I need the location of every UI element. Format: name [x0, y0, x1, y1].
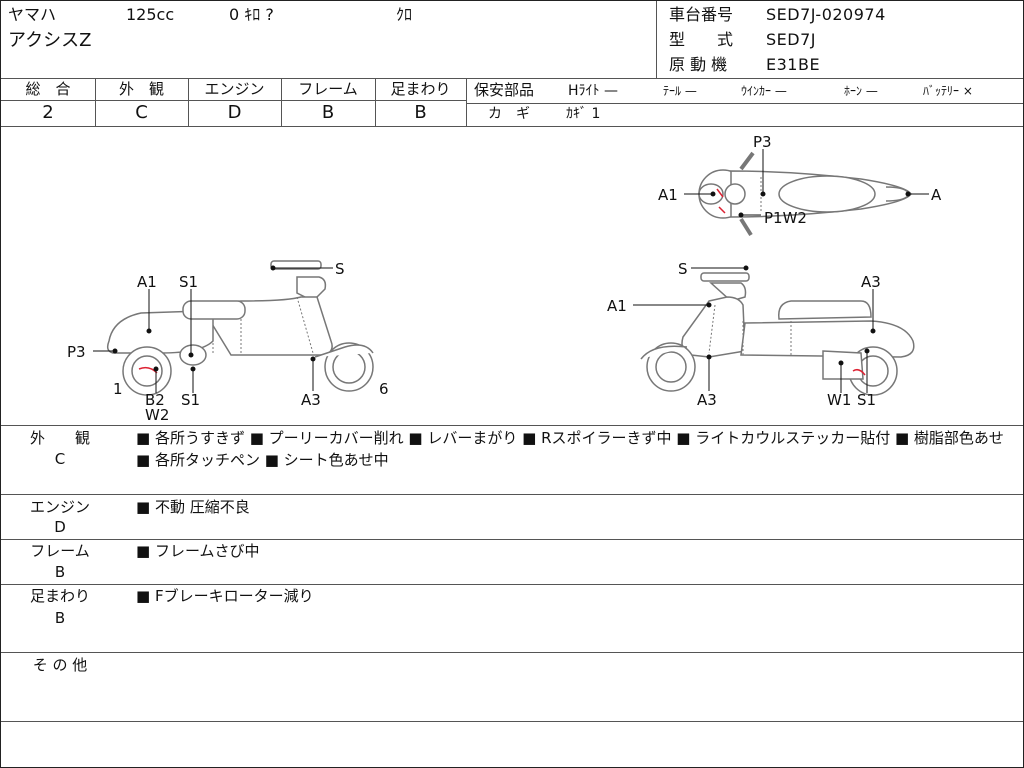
- label-left-1: 1: [113, 380, 123, 398]
- label-right-a1: A1: [607, 297, 627, 315]
- type-label: 型 式: [669, 30, 734, 49]
- section-line: [1, 584, 1023, 585]
- grade-col-line: [281, 78, 282, 126]
- engine-value: E31BE: [766, 55, 821, 74]
- left-side-scooter: [106, 260, 374, 396]
- safety-mid-line: [466, 103, 1023, 104]
- section-line: [1, 539, 1023, 540]
- grade-label-engine: エンジン: [204, 80, 265, 98]
- header-bottom-line: [1, 78, 1023, 79]
- label-left-b2: B2: [145, 391, 165, 409]
- grade-value-overall: 2: [42, 102, 54, 123]
- label-top-p1w2: P1W2: [764, 209, 807, 227]
- grade-mid-line: [1, 100, 466, 101]
- section-line: [1, 494, 1023, 495]
- grade-value-suspension: B: [414, 102, 427, 123]
- type-value: SED7J: [766, 30, 816, 49]
- label-right-s: S: [678, 260, 688, 278]
- label-left-s1-top: S1: [179, 273, 198, 291]
- section-other-label: そ の 他: [32, 656, 88, 674]
- section-exterior-grade: C: [54, 450, 66, 468]
- label-right-a3-bottom: A3: [697, 391, 717, 409]
- grade-value-frame: B: [321, 102, 335, 123]
- grade-label-exterior: 外 観: [118, 80, 164, 98]
- frame-no-value: SED7J-020974: [766, 5, 886, 24]
- label-top-a1: A1: [658, 186, 678, 204]
- section-engine-label: エンジン: [29, 498, 90, 516]
- label-left-s: S: [335, 260, 345, 278]
- grade-label-suspension: 足まわり: [390, 80, 451, 98]
- safety-horn: ﾎｰﾝ —: [844, 84, 878, 98]
- section-frame-text: ■ フレームさび中: [136, 542, 260, 560]
- label-top-a: A: [931, 186, 942, 204]
- section-line: [1, 652, 1023, 653]
- grade-label-frame: フレーム: [298, 80, 358, 98]
- section-frame-label: フレーム: [30, 542, 90, 560]
- grade-col-line: [95, 78, 96, 126]
- color: ｸﾛ: [396, 5, 413, 24]
- mileage: 0 ｷﾛ ?: [229, 5, 274, 24]
- damage-mark: [852, 368, 866, 376]
- grade-value-exterior: C: [135, 102, 148, 123]
- section-suspension-label: 足まわり: [29, 587, 90, 605]
- label-left-w2: W2: [145, 406, 169, 424]
- model-name: アクシスZ: [8, 30, 92, 51]
- label-top-p3: P3: [753, 133, 772, 151]
- safety-battery: ﾊﾞｯﾃﾘｰ ×: [923, 84, 973, 98]
- key-label: カ ギ: [488, 106, 530, 122]
- label-left-s1-bottom: S1: [181, 391, 200, 409]
- section-exterior-label: 外 観: [29, 429, 90, 447]
- section-suspension-grade: B: [54, 609, 66, 627]
- key-value: ｶｷﾞ 1: [566, 106, 601, 122]
- section-line: [1, 721, 1023, 722]
- label-left-6: 6: [379, 380, 389, 398]
- top-view-scooter: [698, 151, 912, 237]
- damage-mark: [716, 188, 726, 214]
- safety-winker: ｳｲﾝｶｰ —: [741, 84, 787, 98]
- maker: ヤマハ: [8, 5, 57, 24]
- label-right-w1: W1: [827, 391, 851, 409]
- safety-headlight: Hﾗｲﾄ —: [568, 83, 618, 99]
- frame-no-label: 車台番号: [669, 5, 734, 24]
- right-side-scooter: [640, 272, 915, 396]
- grade-bottom-line: [1, 126, 1023, 127]
- displacement: 125cc: [126, 5, 175, 24]
- label-right-s1: S1: [857, 391, 876, 409]
- grade-col-line: [188, 78, 189, 126]
- label-left-p3: P3: [67, 343, 86, 361]
- section-engine-grade: D: [54, 518, 66, 536]
- safety-tail: ﾃｰﾙ —: [663, 84, 697, 98]
- section-engine-text: ■ 不動 圧縮不良: [136, 498, 250, 516]
- grade-col-line: [466, 78, 467, 126]
- grade-value-engine: D: [227, 102, 242, 123]
- label-left-a1: A1: [137, 273, 157, 291]
- label-left-a3: A3: [301, 391, 321, 409]
- label-right-a3-top: A3: [861, 273, 881, 291]
- safety-title: 保安部品: [474, 81, 535, 99]
- grade-label-overall: 総 合: [25, 80, 71, 98]
- diagram-bottom-line: [1, 425, 1023, 426]
- grade-col-line: [375, 78, 376, 126]
- section-frame-grade: B: [54, 563, 66, 581]
- section-exterior-text: ■ 各所うすきず ■ プーリーカバー削れ ■ レバーまがり ■ Rスポイラーきず…: [136, 429, 1004, 469]
- section-suspension-text: ■ Fブレーキローター減り: [136, 587, 314, 605]
- engine-label: 原 動 機: [669, 55, 728, 74]
- header-divider: [656, 1, 657, 78]
- damage-diagram: P3 A1 A P1W2 S A1 S1 P3 1 B2 W2 S1 A3 6 …: [67, 133, 942, 424]
